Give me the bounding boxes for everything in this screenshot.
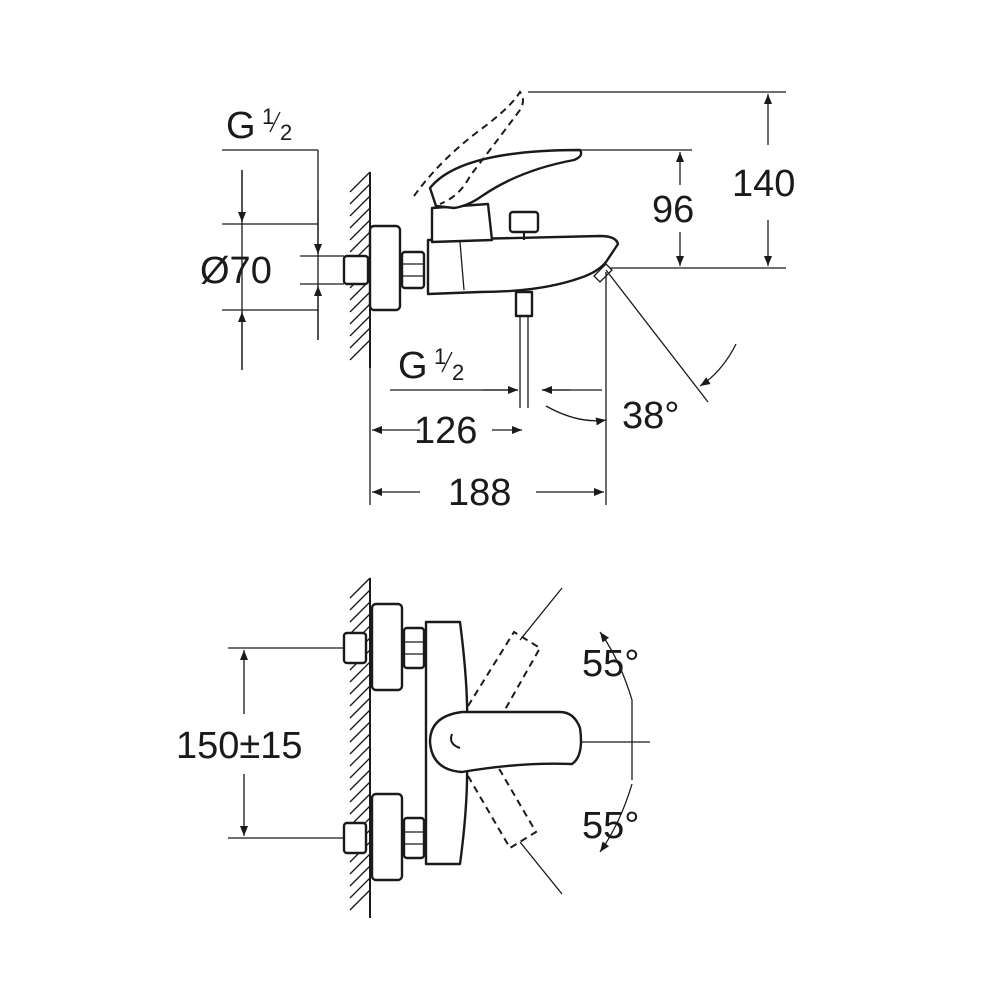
inlet-thread-main: G bbox=[226, 105, 256, 147]
side-view: G 1 2 Ø70 140 96 G 1 2 bbox=[200, 90, 795, 514]
bracket-bottom-front bbox=[370, 792, 404, 882]
lever-up-angle-label: 55° bbox=[582, 643, 639, 685]
shower-outlet-side bbox=[514, 290, 534, 318]
lever-raised-outline bbox=[413, 90, 524, 205]
outlet-thread-den: 2 bbox=[452, 360, 464, 385]
bracket-top-front bbox=[370, 602, 404, 692]
depth-total-label: 188 bbox=[448, 472, 511, 514]
lever-side bbox=[428, 148, 583, 210]
centres-label: 150±15 bbox=[176, 725, 303, 767]
nut-side-left bbox=[342, 254, 370, 286]
depth-outlet-label: 126 bbox=[414, 410, 477, 452]
nut-bottom-right bbox=[402, 816, 426, 860]
outlet-thread-num: 1 bbox=[434, 344, 446, 369]
nut-side-right bbox=[400, 250, 426, 290]
front-view: 55° 55° 150±15 bbox=[176, 577, 650, 918]
diverter-knob-side bbox=[508, 210, 540, 234]
outlet-thread-main: G bbox=[398, 345, 428, 387]
height-lever-label: 96 bbox=[652, 189, 694, 231]
inlet-thread-den: 2 bbox=[280, 120, 292, 145]
nut-top-right bbox=[402, 626, 426, 670]
wall-bracket-side bbox=[368, 224, 402, 312]
nut-top-left bbox=[342, 631, 368, 665]
lever-up-outline bbox=[467, 630, 542, 723]
outlet-thread-label: G 1 2 bbox=[398, 344, 464, 387]
diameter-label: Ø70 bbox=[200, 250, 272, 292]
inlet-thread-label: G 1 2 bbox=[226, 104, 292, 147]
height-total-label: 140 bbox=[732, 163, 795, 205]
lever-front bbox=[428, 710, 583, 774]
wall-front bbox=[349, 577, 371, 918]
mixer-body-side bbox=[426, 234, 620, 296]
cartridge-side bbox=[430, 202, 494, 244]
lever-down-outline bbox=[467, 759, 538, 850]
nut-bottom-left bbox=[342, 821, 368, 855]
spout-angle-label: 38° bbox=[622, 395, 679, 437]
inlet-thread-num: 1 bbox=[262, 104, 274, 129]
lever-down-angle-label: 55° bbox=[582, 805, 639, 847]
